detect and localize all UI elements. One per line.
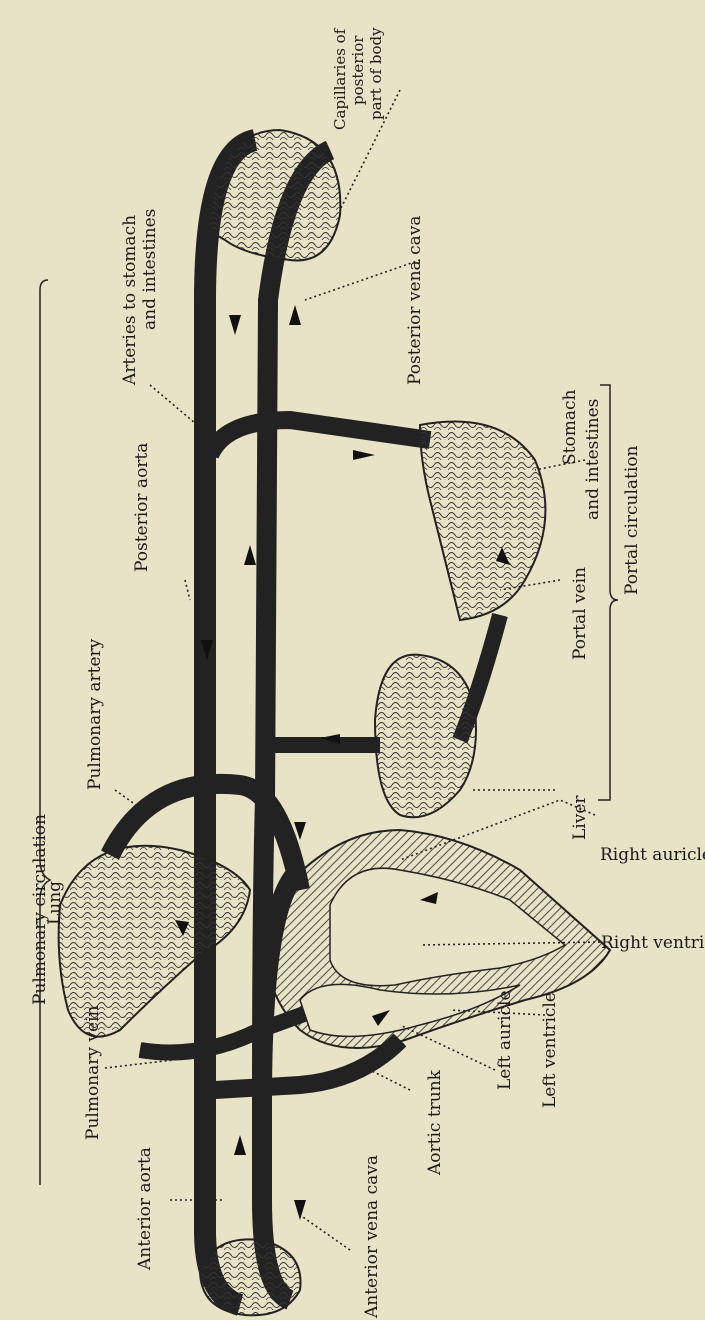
label-aortic-trunk: Aortic trunk bbox=[425, 1069, 445, 1176]
label-left-auricle: Left auricle bbox=[495, 990, 515, 1090]
label-arteries-stomach-line-2: and intestines bbox=[140, 209, 160, 330]
label-capillaries-line-1: Capillaries of bbox=[331, 27, 349, 130]
pulmonary-bracket bbox=[40, 280, 50, 1185]
posterior-aorta-vessel bbox=[205, 140, 255, 1230]
gastric-artery-vessel bbox=[210, 420, 430, 455]
label-posterior-vena-cava: Posterior vena cava bbox=[405, 216, 425, 385]
label-portal-circulation: Portal circulation bbox=[622, 445, 642, 595]
liver-organ bbox=[375, 655, 476, 818]
label-capillaries-line-3: part of body bbox=[367, 27, 385, 120]
label-anterior-aorta: Anterior aorta bbox=[135, 1147, 155, 1271]
anterior-capillaries bbox=[200, 1239, 301, 1315]
label-pulmonary-artery: Pulmonary artery bbox=[85, 638, 105, 790]
label-stomach-line-2: and intestines bbox=[583, 399, 603, 520]
label-anterior-vena-cava: Anterior vena cava bbox=[362, 1155, 382, 1319]
label-pulmonary-vein: Pulmonary vein bbox=[83, 1006, 103, 1140]
label-portal-vein: Portal vein bbox=[570, 567, 590, 660]
label-arteries-stomach-line-1: Arteries to stomach bbox=[120, 215, 140, 386]
label-right-ventricle: Right ventricle bbox=[601, 933, 705, 953]
arrow-4 bbox=[353, 450, 375, 460]
label-lung: Lung bbox=[45, 881, 65, 925]
label-posterior-aorta: Posterior aorta bbox=[132, 443, 152, 572]
arrow-3 bbox=[244, 545, 256, 565]
arrow-2 bbox=[289, 305, 301, 325]
label-capillaries-line-2: posterior bbox=[349, 35, 367, 105]
label-right-auricle: Right auricle bbox=[600, 845, 705, 865]
stomach-intestine-capillaries bbox=[420, 422, 545, 620]
label-liver: Liver bbox=[570, 795, 590, 840]
labels: Pulmonary circulation Portal circulation… bbox=[30, 27, 705, 1319]
label-left-ventricle: Left ventricle bbox=[540, 992, 560, 1108]
arrow-10 bbox=[234, 1135, 246, 1155]
label-stomach-line-1: Stomach bbox=[560, 390, 580, 465]
arrow-1 bbox=[229, 315, 241, 335]
